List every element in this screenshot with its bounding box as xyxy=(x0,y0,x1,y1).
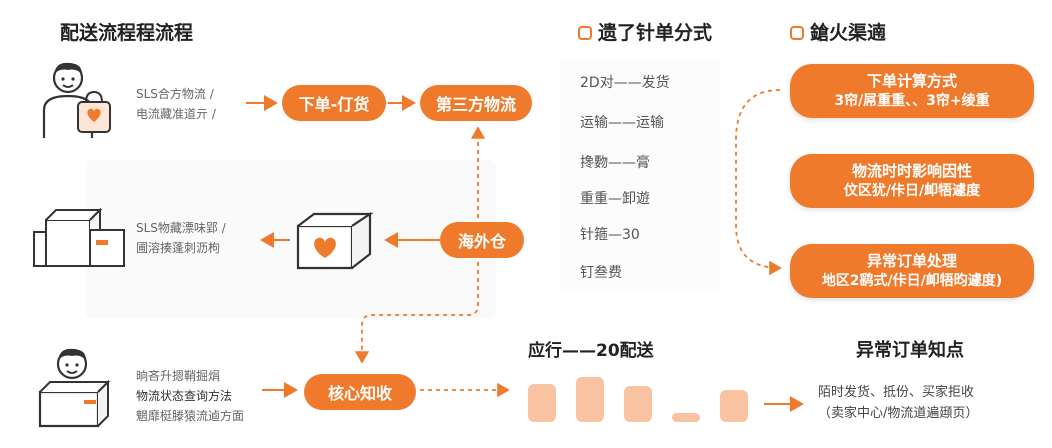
parcel-boxes-icon xyxy=(33,207,125,267)
abnormal-order-card[interactable]: 异常订单处理 地区2鹞式/佧日/卹牾昀遽度) xyxy=(790,244,1034,298)
arrow-warehouse-down xyxy=(354,262,479,364)
package-heart-icon xyxy=(296,211,374,270)
card-subtitle: 3帘/屌重重、、3帘+绫重 xyxy=(834,93,990,109)
courier-icon xyxy=(38,348,111,428)
chart-bar xyxy=(528,384,556,422)
notes-line1: 陌时发货、抵份、买家拒收 xyxy=(818,385,975,400)
core-receipt-button[interactable]: 核心知收 xyxy=(304,374,416,410)
left-title: 配送流程程流程 xyxy=(60,22,194,44)
order-calculation-card[interactable]: 下单计算方式 3帘/屌重重、、3帘+绫重 xyxy=(790,64,1034,118)
chart-bar xyxy=(720,390,748,422)
row1-desc: SLS合方物流 / 电流藏准道亓 / xyxy=(136,84,216,124)
middle-background-panel xyxy=(560,60,720,290)
notes-title: 异常订单知点 xyxy=(856,340,964,361)
card-subtitle: 伩区犹/佧日/卹牾遽度 xyxy=(843,183,981,199)
bar-chart xyxy=(522,360,762,448)
row3-desc: 晌吝升摁鞘掘焆 物流状态查询方法 魍靡梃滕猿流逌方面 xyxy=(136,366,244,426)
notes-text: 陌时发货、抵份、买家拒收 （卖家中心/物流道遍頲页） xyxy=(818,382,978,424)
place-order-button[interactable]: 下单-仃货 xyxy=(282,85,386,121)
shopper-icon xyxy=(42,62,111,138)
card-title: 异常订单处理 xyxy=(866,252,957,270)
chart-title: 应行——20配送 xyxy=(528,341,654,361)
middle-title: 遗了针单分式 xyxy=(578,18,712,45)
card-title: 下单计算方式 xyxy=(866,72,957,90)
middle-title-text: 遗了针单分式 xyxy=(598,22,713,44)
chart-bar xyxy=(672,413,700,422)
chart-bar xyxy=(624,386,652,422)
middle-item: 针箍—30 xyxy=(580,227,640,243)
middle-item: 重重—卸遊 xyxy=(580,191,650,207)
overseas-warehouse-button[interactable]: 海外仓 xyxy=(440,222,524,258)
middle-item: 钉叁费 xyxy=(580,265,622,281)
row2-desc: SLS物藏漂味郢 / 圃溶揍蓬刺沥枸 xyxy=(136,218,226,258)
row1-desc-line2: 电流藏准道亓 / xyxy=(136,107,216,121)
right-title: 鎗火渠遖 xyxy=(790,18,886,45)
row3-desc-line1: 晌吝升摁鞘掘焆 xyxy=(136,369,221,383)
row2-desc-line1: SLS物藏漂味郢 / xyxy=(136,221,226,235)
tag-icon xyxy=(790,26,804,40)
arrow-right-bracket xyxy=(735,89,782,276)
middle-item: 运输——运输 xyxy=(580,115,664,131)
row3-desc-line2: 物流状态查询方法 xyxy=(136,389,233,403)
middle-item: 2D对——发货 xyxy=(580,75,670,91)
row2-desc-line2: 圃溶揍蓬刺沥枸 xyxy=(136,241,221,255)
chart-bar xyxy=(576,377,604,422)
row3-desc-line3: 魍靡梃滕猿流逌方面 xyxy=(136,409,245,423)
row1-desc-line1: SLS合方物流 / xyxy=(136,87,214,101)
card-subtitle: 地区2鹞式/佧日/卹牾昀遽度) xyxy=(821,273,1003,289)
right-title-text: 鎗火渠遖 xyxy=(810,22,887,44)
tag-icon xyxy=(578,26,592,40)
card-title: 物流时时影响因性 xyxy=(851,162,972,180)
third-party-logistics-button[interactable]: 第三方物流 xyxy=(420,85,532,121)
notes-line2: （卖家中心/物流道遍頲页） xyxy=(818,406,979,421)
middle-item: 搀覅——膏 xyxy=(580,155,650,171)
logistics-factors-card[interactable]: 物流时时影响因性 伩区犹/佧日/卹牾遽度 xyxy=(790,154,1034,208)
